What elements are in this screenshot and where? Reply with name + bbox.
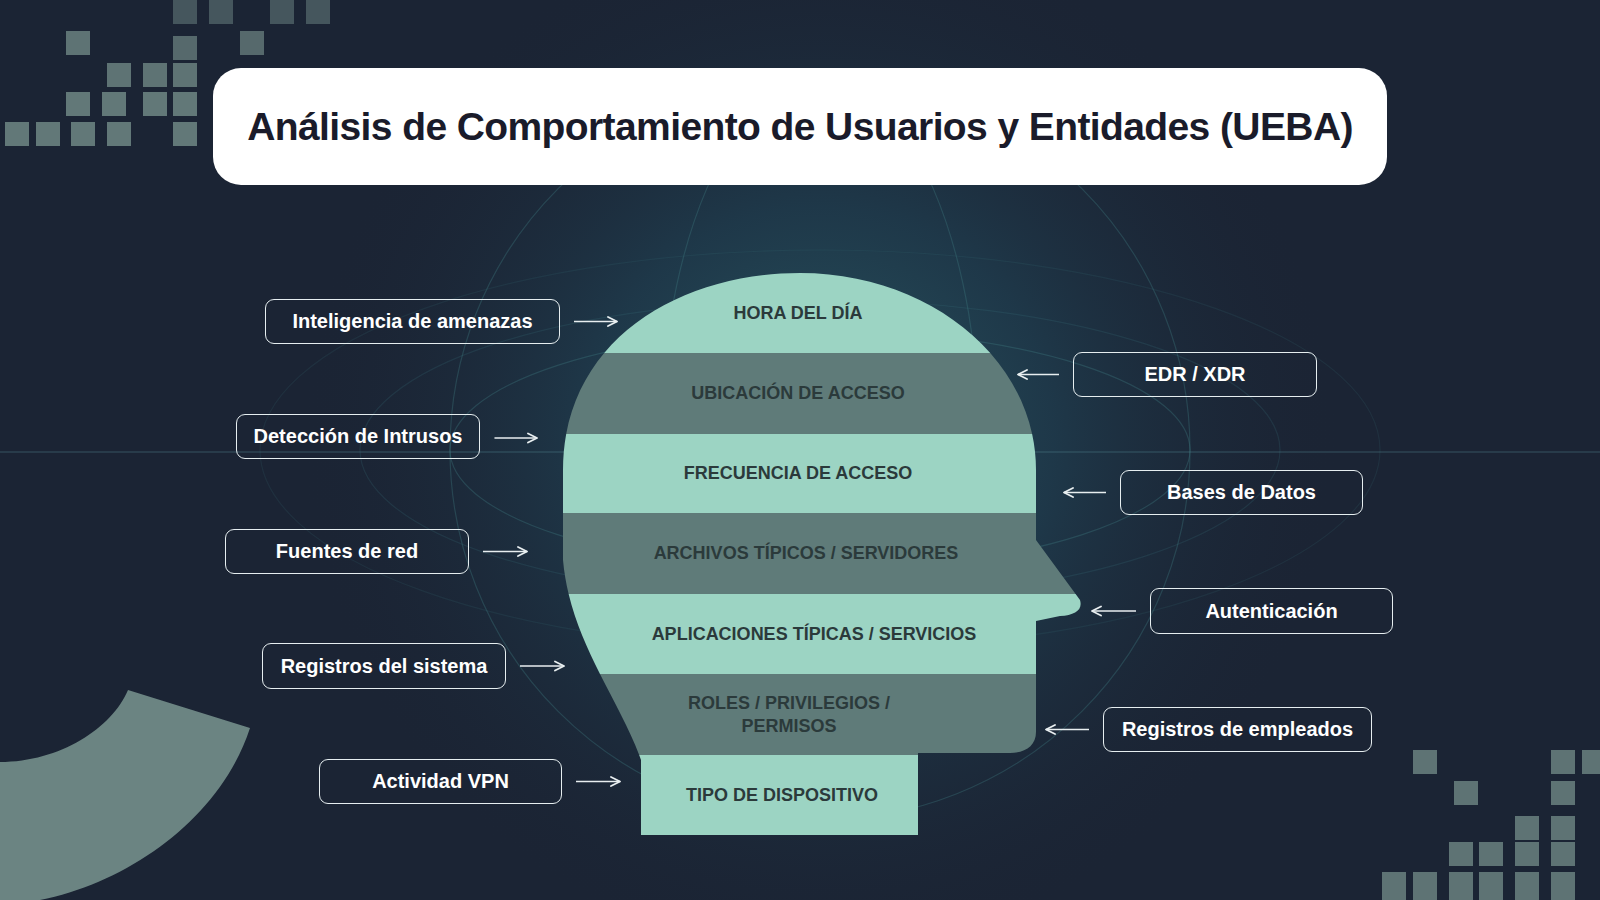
source-box: Fuentes de red (225, 529, 469, 574)
arrow-connector (520, 665, 564, 667)
source-label: Actividad VPN (372, 770, 509, 793)
source-box: EDR / XDR (1073, 352, 1317, 397)
source-box: Autenticación (1150, 588, 1393, 634)
band-label: FRECUENCIA DE ACCESO (684, 462, 913, 485)
head-silhouette-slice (563, 594, 1081, 674)
head-silhouette-slice (563, 353, 1081, 434)
head-band-shape (590, 674, 1040, 755)
band-label: ARCHIVOS TÍPICOS / SERVIDORES (654, 542, 959, 565)
head-band: APLICACIONES TÍPICAS / SERVICIOS (570, 594, 1086, 674)
arrow-connector (1064, 492, 1106, 494)
title-box: Análisis de Comportamiento de Usuarios y… (213, 68, 1387, 185)
source-label: Autenticación (1205, 600, 1337, 623)
corner-arc (0, 690, 250, 900)
arrow-connector (1018, 374, 1059, 376)
arrow-connector (1092, 610, 1136, 612)
arrow-connector (483, 551, 527, 553)
arrow-connector (1046, 729, 1089, 731)
head-band: FRECUENCIA DE ACCESO (543, 434, 1058, 513)
arrow-connector (574, 321, 617, 323)
head-band: ARCHIVOS TÍPICOS / SERVIDORES (533, 513, 1076, 594)
band-label: TIPO DE DISPOSITIVO (686, 784, 878, 807)
head-silhouette-slice (563, 273, 1081, 353)
source-label: Registros del sistema (281, 655, 488, 678)
band-label: APLICACIONES TÍPICAS / SERVICIOS (652, 623, 977, 646)
source-label: Detección de Intrusos (254, 425, 463, 448)
source-label: Inteligencia de amenazas (292, 310, 532, 333)
source-label: Registros de empleados (1122, 718, 1353, 741)
head-silhouette-slice (563, 755, 1081, 835)
source-box: Registros del sistema (262, 643, 506, 689)
source-label: EDR / XDR (1144, 363, 1245, 386)
arrow-connector (494, 437, 537, 439)
source-box: Inteligencia de amenazas (265, 299, 560, 344)
source-box: Registros de empleados (1103, 707, 1372, 752)
head-silhouette-slice (563, 434, 1081, 513)
band-label: UBICACIÓN DE ACCESO (691, 382, 904, 405)
band-label: HORA DEL DÍA (733, 302, 862, 325)
head-band: HORA DEL DÍA (623, 273, 990, 353)
head-silhouette-slice (563, 674, 1081, 755)
head-band: UBICACIÓN DE ACCESO (563, 353, 1012, 434)
head-silhouette-slice (563, 513, 1081, 594)
source-box: Actividad VPN (319, 759, 562, 804)
head-band: TIPO DE DISPOSITIVO (626, 755, 918, 835)
source-box: Bases de Datos (1120, 470, 1363, 515)
pixel-squares (5, 0, 1600, 900)
arrow-connector (576, 781, 620, 783)
source-box: Detección de Intrusos (236, 414, 481, 459)
head-band: ROLES / PRIVILEGIOS / PERMISOS (590, 674, 1040, 755)
source-label: Bases de Datos (1167, 481, 1316, 504)
source-label: Fuentes de red (276, 540, 418, 563)
title-text: Análisis de Comportamiento de Usuarios y… (247, 105, 1353, 149)
band-label: ROLES / PRIVILEGIOS / PERMISOS (674, 692, 904, 737)
